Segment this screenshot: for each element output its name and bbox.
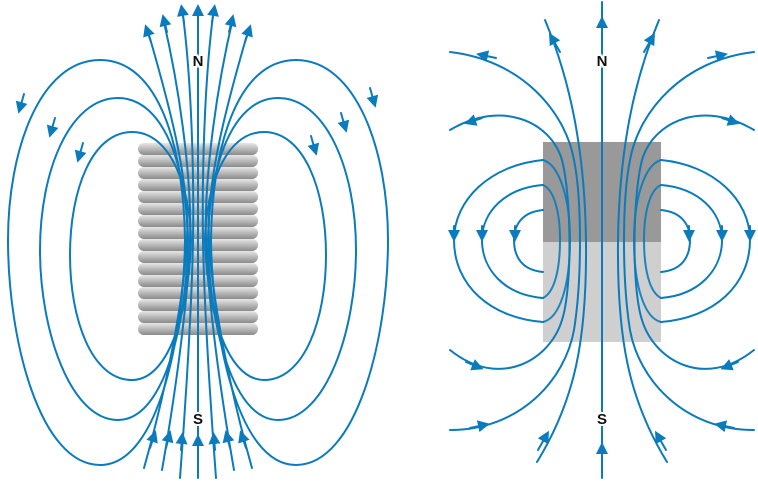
bar-magnet-panel: N S <box>448 1 756 479</box>
solenoid-south-label: S <box>193 411 203 428</box>
magnet-north-label: N <box>597 53 608 70</box>
solenoid-north-label: N <box>193 53 204 70</box>
solenoid-panel: N S <box>6 4 390 479</box>
solenoid-field-lines-loops <box>6 58 390 467</box>
magnet-south-label: S <box>597 411 607 428</box>
